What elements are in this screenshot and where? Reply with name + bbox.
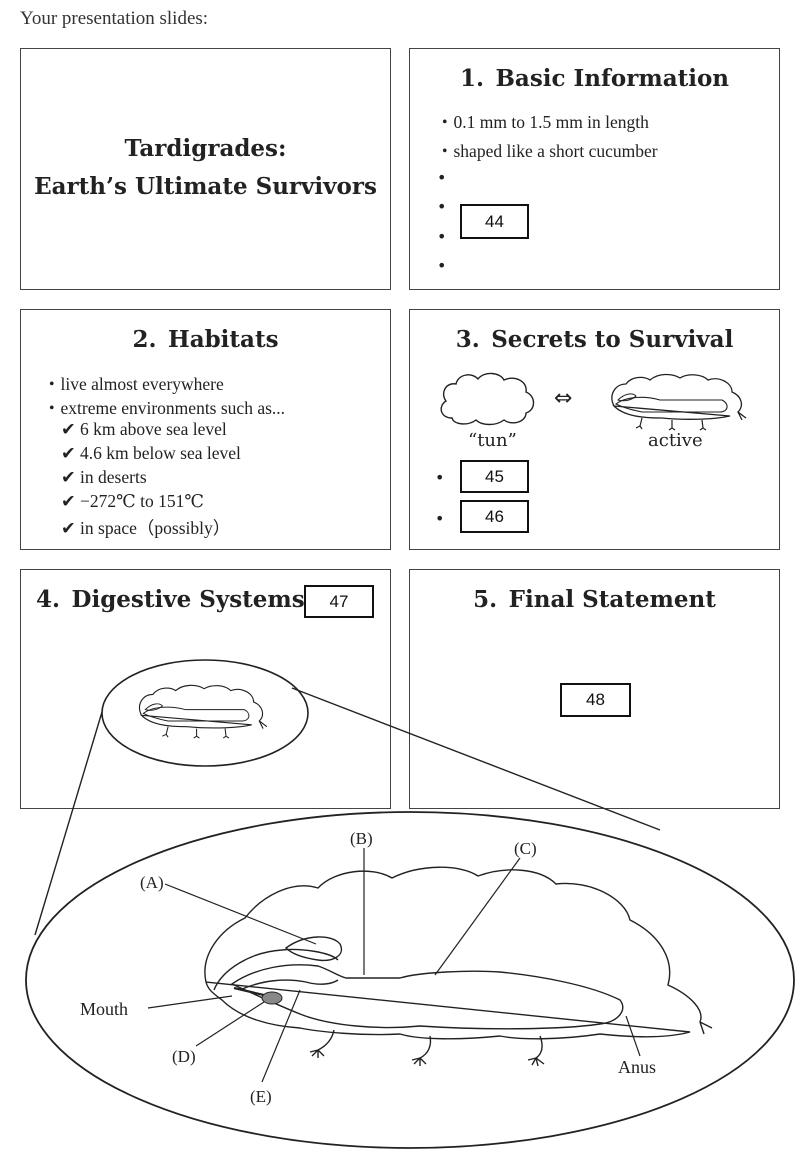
answer-box-45: 45	[460, 460, 529, 493]
answer-box-48: 48	[560, 683, 631, 717]
empty-bullet-1: •	[437, 168, 447, 187]
habitat-bullet-text-1: live almost everywhere	[60, 374, 224, 394]
slide-digestive-systems: 4. Digestive Systems 47	[20, 569, 391, 809]
slide-final-statement: 5. Final Statement 48	[409, 569, 780, 809]
presentation-title-line2: Earth’s Ultimate Survivors	[34, 173, 377, 200]
habitat-check-5: ✔ in space（possibly）	[61, 515, 230, 540]
check-icon: ✔	[61, 443, 76, 463]
habitat-check-1: ✔ 6 km above sea level	[61, 419, 227, 440]
answer-box-46: 46	[460, 500, 529, 533]
empty-bullet-2: •	[437, 197, 447, 216]
habitat-check-text-1: 6 km above sea level	[80, 419, 227, 439]
check-icon: ✔	[61, 491, 76, 511]
basic-info-text-2: shaped like a short cucumber	[453, 141, 658, 161]
label-mouth: Mouth	[80, 999, 128, 1019]
basic-info-item-2: ・shaped like a short cucumber	[436, 141, 658, 161]
slide-4-title: 4. Digestive Systems	[36, 586, 305, 613]
zoom-line-left	[34, 711, 103, 936]
habitat-check-text-3: in deserts	[80, 467, 147, 487]
small-tardigrade-illustration	[138, 684, 268, 739]
slide-5-title: 5. Final Statement	[473, 586, 716, 613]
habitat-check-3: ✔ in deserts	[61, 467, 147, 488]
habitat-check-text-2: 4.6 km below sea level	[80, 443, 241, 463]
active-label: active	[648, 430, 703, 451]
answer-box-44: 44	[460, 204, 529, 239]
check-icon: ✔	[61, 518, 76, 538]
habitat-check-2: ✔ 4.6 km below sea level	[61, 443, 241, 464]
empty-bullet-3: •	[437, 227, 447, 246]
survival-bullet-1: •	[435, 468, 445, 487]
label-a: (A)	[140, 873, 164, 892]
basic-info-item-1: ・0.1 mm to 1.5 mm in length	[436, 112, 649, 132]
label-d: (D)	[172, 1047, 196, 1066]
survival-bullet-2: •	[435, 509, 445, 528]
label-leader-lines	[147, 848, 641, 1083]
slide-secrets-to-survival: 3. Secrets to Survival ⇔ “tun” active • …	[409, 309, 780, 550]
habitat-bullet-1: ・live almost everywhere	[43, 374, 224, 394]
large-tardigrade-illustration	[204, 866, 713, 1067]
zoom-line-right	[291, 687, 661, 831]
slide-basic-information: 1. Basic Information ・0.1 mm to 1.5 mm i…	[409, 48, 780, 290]
magnified-ellipse	[25, 811, 795, 1149]
habitat-check-text-4: −272℃ to 151℃	[80, 491, 204, 511]
presentation-title-line1: Tardigrades:	[124, 135, 287, 162]
tun-label: “tun”	[468, 430, 517, 451]
double-arrow-icon: ⇔	[554, 386, 573, 411]
habitat-bullet-2: ・extreme environments such as...	[43, 398, 286, 418]
slide-habitats: 2. Habitats ・live almost everywhere ・ext…	[20, 309, 391, 550]
label-anus: Anus	[618, 1057, 656, 1077]
slide-1-title: 1. Basic Information	[459, 65, 730, 92]
slide-title: Tardigrades: Earth’s Ultimate Survivors	[20, 48, 391, 290]
habitat-bullet-text-2: extreme environments such as...	[60, 398, 286, 418]
habitat-check-text-5: in space（possibly）	[80, 518, 231, 538]
empty-bullet-4: •	[437, 256, 447, 275]
slide-3-title: 3. Secrets to Survival	[455, 326, 734, 353]
basic-info-text-1: 0.1 mm to 1.5 mm in length	[453, 112, 649, 132]
active-tardigrade-illustration	[611, 373, 747, 431]
magnifier-small-circle	[101, 659, 309, 767]
answer-box-47: 47	[304, 585, 374, 618]
slide-2-title: 2. Habitats	[132, 326, 279, 353]
tun-illustration	[440, 372, 535, 426]
check-icon: ✔	[61, 467, 76, 487]
intro-text: Your presentation slides:	[20, 8, 209, 29]
check-icon: ✔	[61, 419, 76, 439]
label-b: (B)	[350, 829, 373, 848]
label-c: (C)	[514, 839, 537, 858]
label-e: (E)	[250, 1087, 272, 1106]
habitat-check-4: ✔ −272℃ to 151℃	[61, 491, 204, 512]
